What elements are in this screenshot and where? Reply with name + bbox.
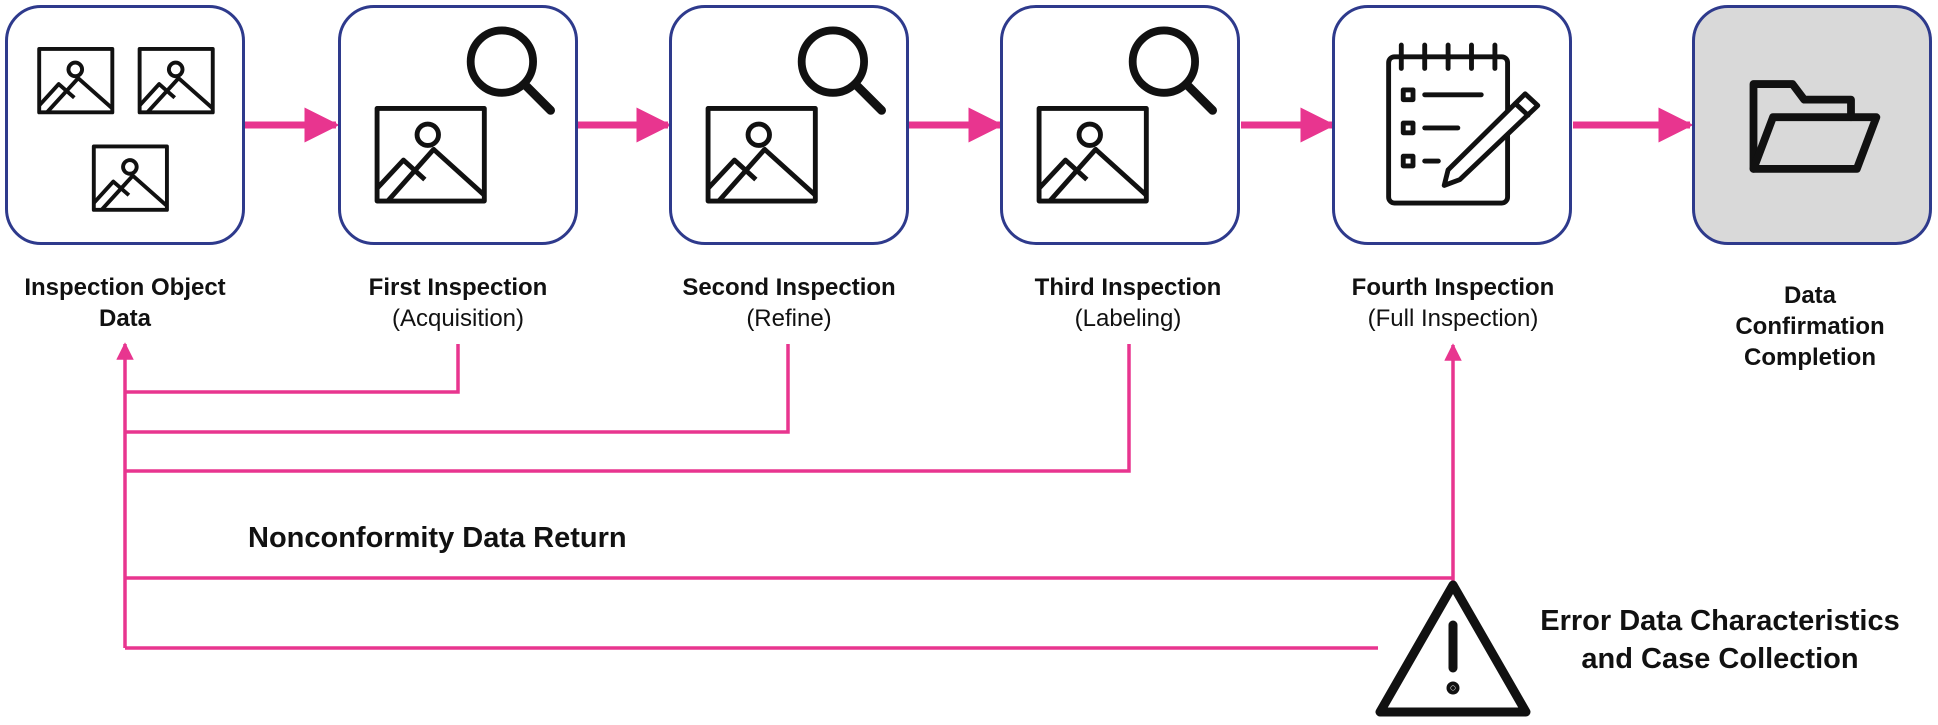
stage-box-fourth-inspection: [1332, 5, 1572, 245]
stage-box-inspection-object-data: [5, 5, 245, 245]
stage-title: Inspection Object Data: [24, 274, 226, 332]
return-line-third: [125, 344, 1131, 473]
stage-title: Third Inspection: [1034, 274, 1222, 301]
stage-icons: [1749, 80, 1881, 173]
stage-label-inspection-object-data: Inspection Object Data: [0, 272, 275, 334]
stage-icons: [1036, 26, 1218, 204]
stage-title: Second Inspection: [682, 274, 896, 301]
stage-title: First Inspection: [368, 274, 548, 301]
image-icon: [1036, 105, 1149, 204]
folder-icon: [1749, 80, 1881, 173]
warning-triangle-icon: [1375, 580, 1531, 717]
stage-title: Data Confirmation Completion: [1735, 282, 1885, 371]
stage-subtitle: (Refine): [746, 305, 832, 332]
stage-label-data-confirmation: Data Confirmation Completion: [1660, 280, 1938, 373]
stage-icons: [1386, 42, 1541, 206]
magnifier-icon: [797, 26, 887, 115]
stage-box-data-confirmation: [1692, 5, 1932, 245]
stage-title: Fourth Inspection: [1351, 274, 1555, 301]
stage-subtitle: (Full Inspection): [1367, 305, 1539, 332]
stage-subtitle: (Acquisition): [391, 305, 525, 332]
stage-label-second-inspection: Second Inspection (Refine): [639, 272, 939, 334]
stage-icons: [37, 47, 215, 212]
magnifier-icon: [1128, 26, 1218, 115]
stage-icons: [705, 26, 887, 204]
stage-box-first-inspection: [338, 5, 578, 245]
stage-icons: [374, 26, 556, 204]
feedback-label: Nonconformity Data Return: [248, 522, 627, 554]
image-icon: [374, 105, 487, 204]
checklist-pencil-icon: [1386, 42, 1541, 206]
stage-label-first-inspection: First Inspection (Acquisition): [308, 272, 608, 334]
error-label-line1: Error Data Characteristics: [1540, 605, 1900, 637]
magnifier-icon: [466, 26, 556, 115]
stage-label-third-inspection: Third Inspection (Labeling): [978, 272, 1278, 334]
error-label-line2: and Case Collection: [1581, 643, 1859, 675]
stage-box-third-inspection: [1000, 5, 1240, 245]
image-icon: [91, 144, 169, 212]
return-line-second: [125, 344, 790, 434]
error-label: Error Data Characteristics and Case Coll…: [1510, 602, 1930, 678]
stage-box-second-inspection: [669, 5, 909, 245]
image-icon: [37, 47, 115, 115]
image-icon: [137, 47, 215, 115]
stage-label-fourth-inspection: Fourth Inspection (Full Inspection): [1303, 272, 1603, 334]
image-icon: [705, 105, 818, 204]
return-line-first: [125, 344, 460, 394]
stage-subtitle: (Labeling): [1074, 305, 1182, 332]
